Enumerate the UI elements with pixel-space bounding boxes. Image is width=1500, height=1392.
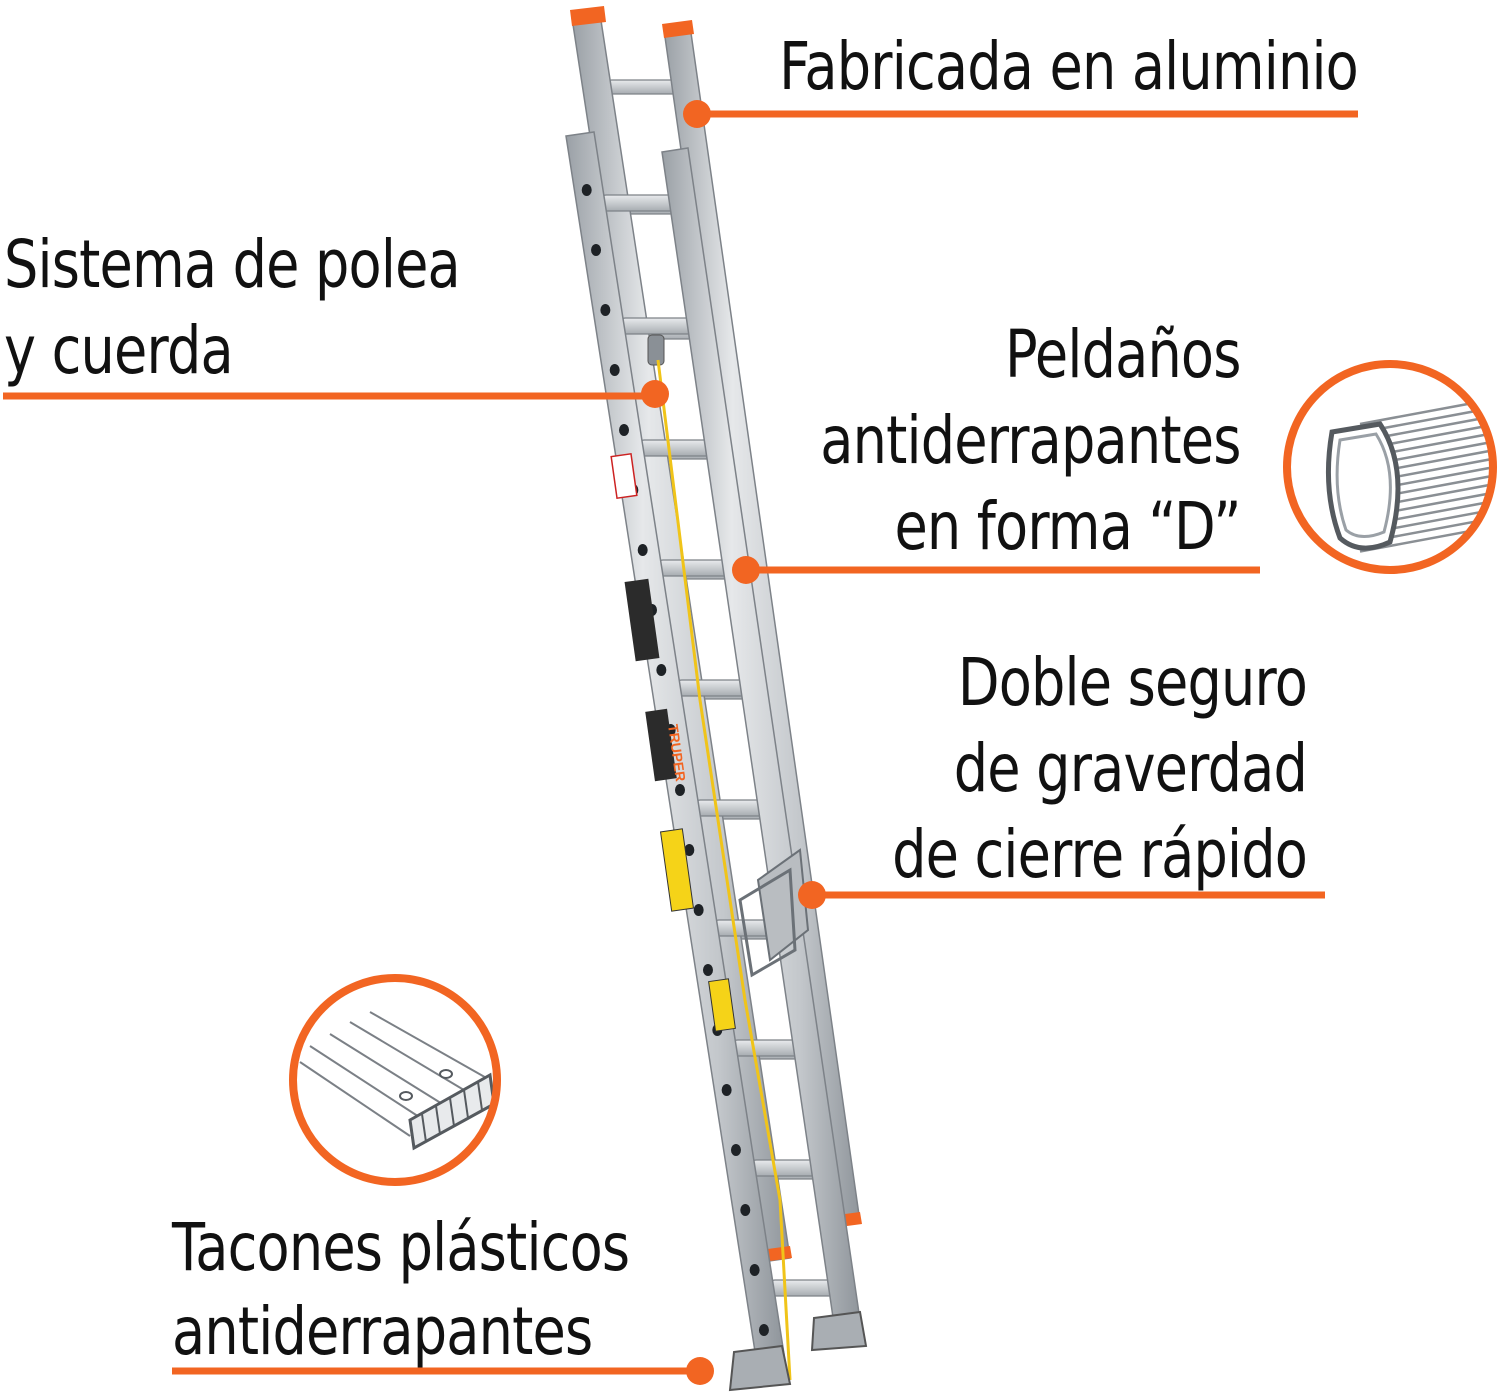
right-foot bbox=[810, 1310, 868, 1352]
rail-hole bbox=[740, 1204, 751, 1216]
rope bbox=[656, 359, 792, 1381]
peldanos-dot bbox=[732, 556, 760, 584]
rail-hole bbox=[581, 184, 592, 196]
rail-hole bbox=[656, 664, 667, 676]
callout-tacones-line-1: Tacones plásticos bbox=[172, 1209, 630, 1286]
rail-hole bbox=[684, 844, 695, 856]
rail-hole bbox=[693, 904, 704, 916]
brand-label bbox=[645, 708, 677, 782]
rail-hole bbox=[758, 1324, 769, 1336]
callout-dots bbox=[641, 100, 826, 1385]
rail-hole bbox=[591, 244, 602, 256]
rail-hole bbox=[702, 964, 713, 976]
callout-seguro: Doble seguro de graverdad de cierre rápi… bbox=[892, 640, 1308, 898]
caution-label bbox=[659, 828, 695, 912]
callout-polea-line-1: Sistema de polea bbox=[4, 226, 461, 303]
fly-left-cap bbox=[570, 6, 606, 26]
callout-aluminio-line-1: Fabricada en aluminio bbox=[779, 28, 1359, 105]
rail-hole bbox=[637, 544, 648, 556]
callout-peldanos-line-1: Peldaños bbox=[1005, 316, 1241, 393]
plastic-foot-detail-icon bbox=[289, 974, 501, 1186]
callout-lines bbox=[3, 110, 1358, 1375]
pulley bbox=[647, 334, 665, 366]
left-foot bbox=[728, 1344, 792, 1392]
aluminio-dot bbox=[683, 100, 711, 128]
rail-hole bbox=[609, 364, 620, 376]
ladder-brand-text: TRUPER bbox=[665, 723, 689, 782]
callout-seguro-line-1: Doble seguro bbox=[957, 644, 1308, 721]
base-section bbox=[565, 131, 868, 1392]
callout-seguro-line-2: de graverdad bbox=[953, 730, 1308, 807]
caution-label-2 bbox=[708, 978, 736, 1032]
rail-hole bbox=[674, 784, 685, 796]
callout-tacones-line-2: antiderrapantes bbox=[172, 1293, 593, 1370]
callout-polea-line-2: y cuerda bbox=[4, 312, 234, 389]
rail-hole bbox=[619, 424, 630, 436]
callout-aluminio: Fabricada en aluminio bbox=[779, 28, 1359, 105]
callout-peldanos-line-2: antiderrapantes bbox=[820, 402, 1242, 479]
fly-right-cap bbox=[662, 20, 694, 38]
rail-hole bbox=[730, 1144, 741, 1156]
callout-peldanos: Peldaños antiderrapantes en forma “D” bbox=[820, 312, 1242, 570]
spec-label bbox=[624, 578, 660, 662]
rail-hole bbox=[749, 1264, 760, 1276]
callout-seguro-line-3: de cierre rápido bbox=[892, 816, 1308, 893]
callout-polea: Sistema de polea y cuerda bbox=[4, 222, 461, 394]
callout-tacones: Tacones plásticos antiderrapantes bbox=[172, 1206, 630, 1374]
rail-hole bbox=[721, 1084, 732, 1096]
d-rung-detail-icon bbox=[1283, 360, 1497, 574]
rail-hole bbox=[600, 304, 611, 316]
polea-dot bbox=[641, 380, 669, 408]
warning-label-1 bbox=[610, 452, 638, 500]
callout-peldanos-line-3: en forma “D” bbox=[894, 488, 1242, 565]
base-rung bbox=[598, 194, 681, 212]
gravity-lock bbox=[738, 848, 810, 978]
tacones-dot bbox=[686, 1357, 714, 1385]
seguro-dot bbox=[798, 881, 826, 909]
